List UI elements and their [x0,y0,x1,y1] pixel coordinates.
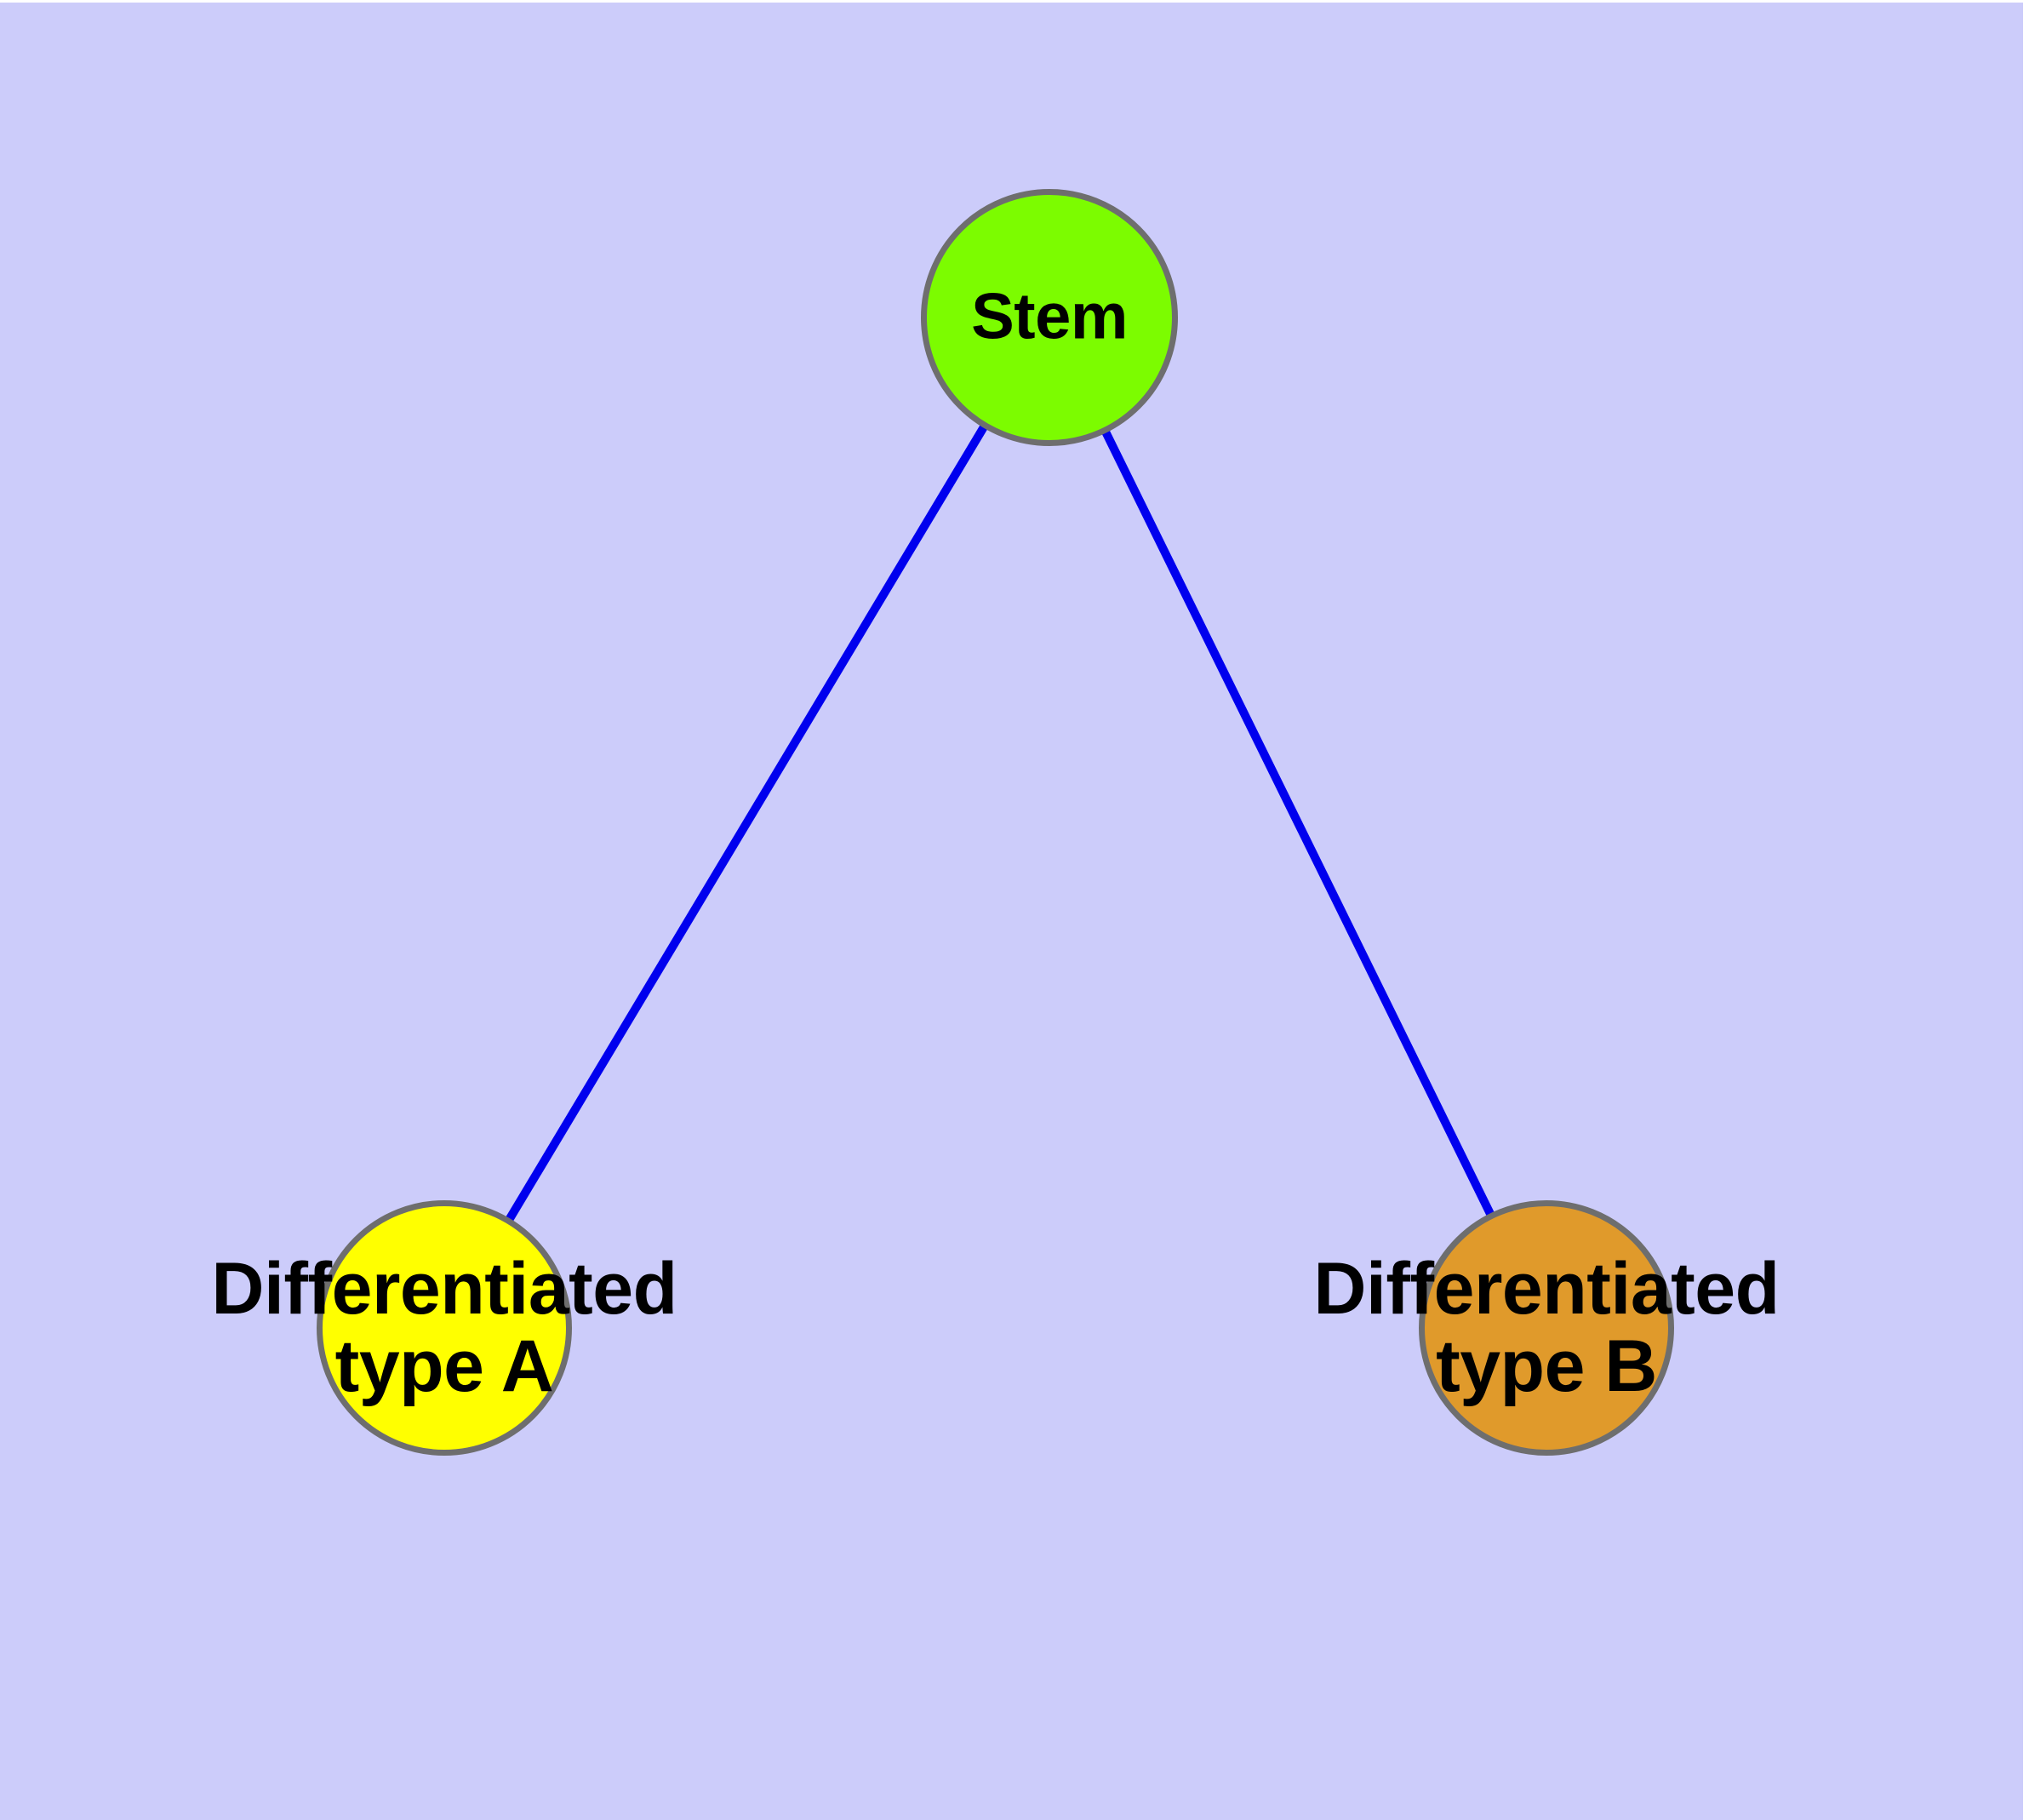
node-differentiated-type-a[interactable] [317,1200,572,1456]
node-differentiated-type-b[interactable] [1419,1200,1674,1456]
edge-stem-to-differentiated-a[interactable] [504,422,989,1224]
edge-layer [504,422,1496,1224]
node-layer [317,189,1674,1456]
node-stem[interactable] [921,189,1178,446]
edge-stem-to-differentiated-b[interactable] [1100,427,1496,1219]
